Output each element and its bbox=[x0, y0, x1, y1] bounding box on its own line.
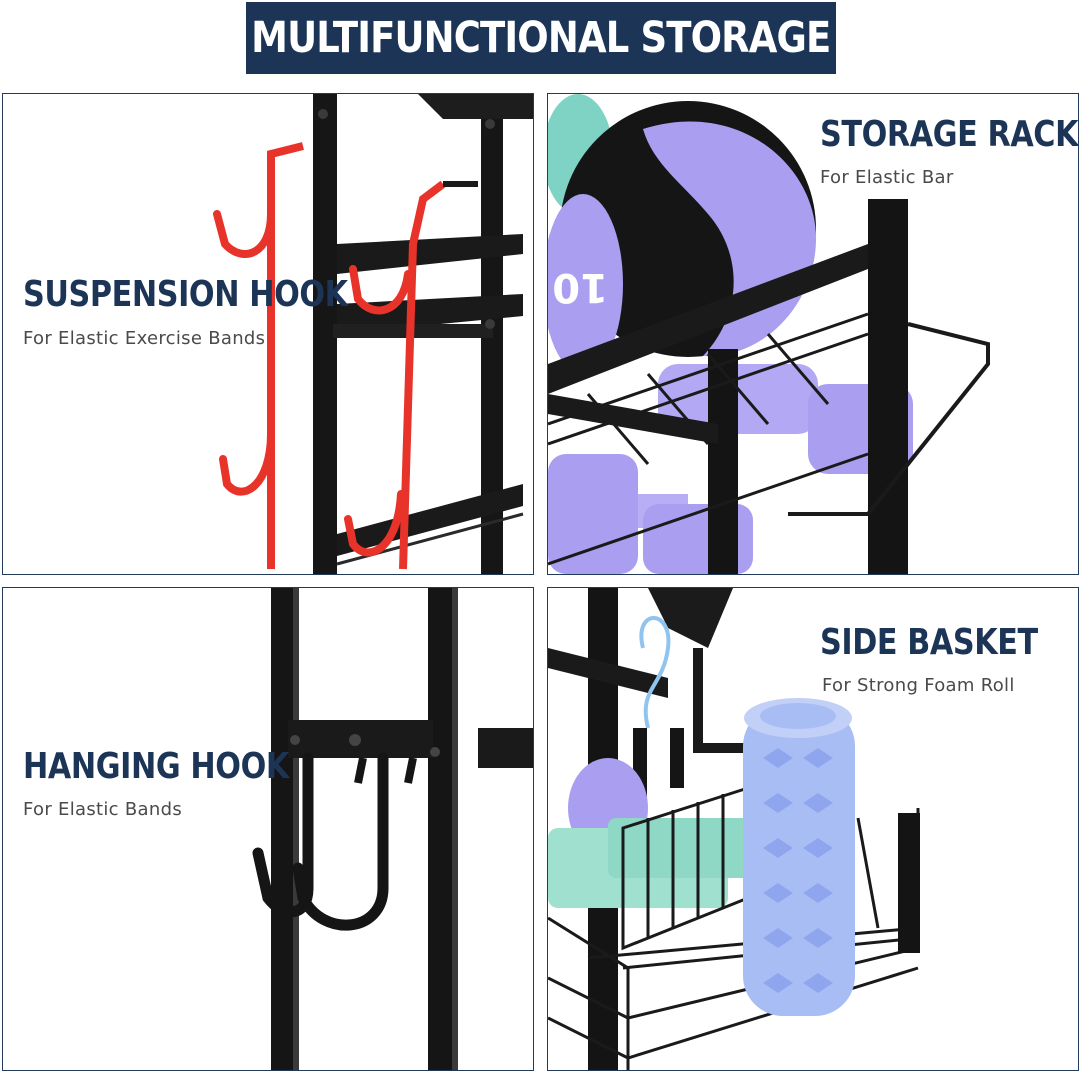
hanging-hook-subtitle: For Elastic Bands bbox=[23, 799, 182, 820]
hanging-hook-photo bbox=[252, 588, 533, 1070]
panel-side-basket: SIDE BASKET For Strong Foam Roll bbox=[547, 587, 1079, 1071]
foam-roll-photo bbox=[548, 588, 920, 1070]
header-title: MULTIFUNCTIONAL STORAGE bbox=[251, 13, 831, 63]
suspension-hook-title: SUSPENSION HOOK bbox=[23, 274, 348, 315]
storage-rack-subtitle: For Elastic Bar bbox=[820, 167, 954, 188]
header-banner: MULTIFUNCTIONAL STORAGE bbox=[246, 2, 836, 74]
suspension-hook-photo bbox=[213, 94, 533, 574]
hanging-hook-title: HANGING HOOK bbox=[23, 746, 289, 787]
panel-hanging-hook: HANGING HOOK For Elastic Bands bbox=[2, 587, 534, 1071]
panel-suspension-hook: SUSPENSION HOOK For Elastic Exercise Ban… bbox=[2, 93, 534, 575]
storage-rack-title: STORAGE RACK bbox=[820, 114, 1079, 155]
medicine-ball-photo: 10 bbox=[548, 94, 990, 574]
side-basket-title: SIDE BASKET bbox=[820, 622, 1038, 663]
panel-storage-rack: 10 STORAGE RACK For Elastic Bar bbox=[547, 93, 1079, 575]
svg-text:10: 10 bbox=[552, 264, 608, 310]
suspension-hook-subtitle: For Elastic Exercise Bands bbox=[23, 328, 266, 349]
side-basket-subtitle: For Strong Foam Roll bbox=[822, 675, 1015, 696]
